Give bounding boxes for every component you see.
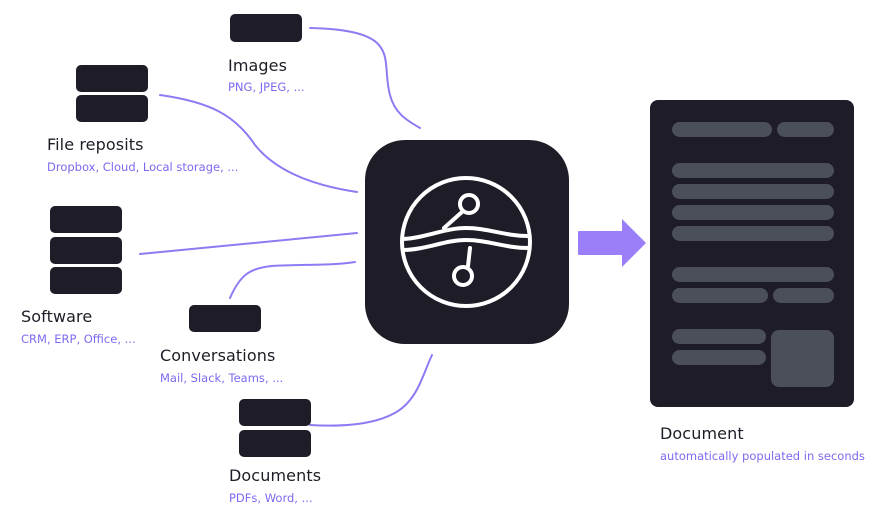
source-images-title: Images xyxy=(228,56,288,75)
connector-software xyxy=(139,232,358,255)
output-arrow-icon xyxy=(578,219,646,267)
source-software-icon xyxy=(50,206,122,294)
source-file-repos-subtitle: Dropbox, Cloud, Local storage, ... xyxy=(47,160,239,174)
source-conversations-icon xyxy=(189,305,261,332)
source-software-title: Software xyxy=(21,307,93,326)
source-software-subtitle: CRM, ERP, Office, ... xyxy=(21,332,136,346)
source-conversations-subtitle: Mail, Slack, Teams, ... xyxy=(160,371,284,385)
output-document xyxy=(650,100,854,407)
source-file-repos-icon xyxy=(76,65,148,122)
source-images-icon xyxy=(230,14,302,42)
source-file-repos-title: File reposits xyxy=(47,135,144,154)
source-images-subtitle: PNG, JPEG, ... xyxy=(228,80,305,94)
source-conversations-title: Conversations xyxy=(160,346,276,365)
source-documents-title: Documents xyxy=(229,466,322,485)
connector-documents xyxy=(309,354,433,427)
integration-logo-icon xyxy=(400,176,532,308)
connector-images xyxy=(309,27,421,129)
connector-file-repos xyxy=(159,94,358,193)
connector-conversations xyxy=(229,261,356,299)
output-subtitle: automatically populated in seconds xyxy=(660,449,865,463)
source-documents-icon xyxy=(239,399,311,457)
output-title: Document xyxy=(660,424,744,443)
source-documents-subtitle: PDFs, Word, ... xyxy=(229,491,313,505)
